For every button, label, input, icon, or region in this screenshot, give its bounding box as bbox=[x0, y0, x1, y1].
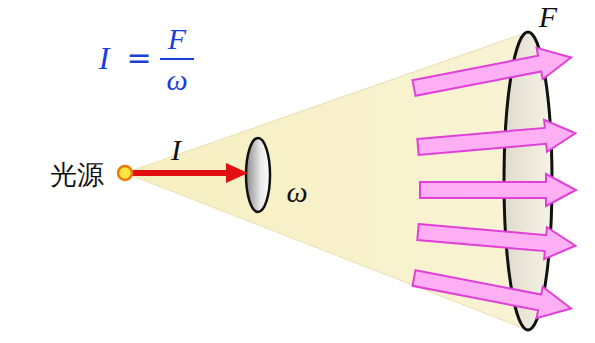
fraction-bar bbox=[160, 58, 194, 60]
formula-equals: = bbox=[126, 43, 151, 73]
flux-arrows bbox=[411, 42, 577, 324]
formula-denominator: ω bbox=[166, 65, 187, 95]
intensity-arrow bbox=[130, 170, 228, 176]
formula-symbol: I bbox=[99, 42, 110, 74]
intensity-arrowhead bbox=[226, 163, 248, 183]
intensity-symbol: I bbox=[171, 135, 181, 165]
solid-angle-symbol: ω bbox=[286, 177, 307, 207]
light-source-label: 光源 bbox=[50, 161, 104, 188]
solid-angle-disc bbox=[246, 138, 270, 212]
formula-numerator: F bbox=[168, 24, 186, 54]
flux-symbol: F bbox=[539, 2, 557, 32]
light-source-dot bbox=[118, 166, 132, 180]
